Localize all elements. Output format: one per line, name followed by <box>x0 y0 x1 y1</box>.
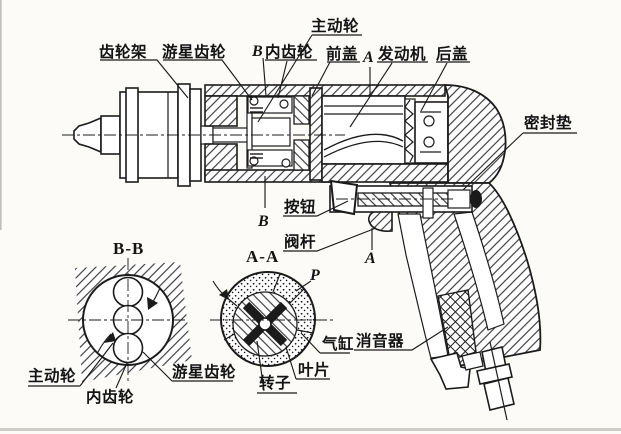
label-internal-gear-bottom: 内齿轮 <box>86 387 134 406</box>
section-view-bb <box>68 258 192 382</box>
rear-cover-shell <box>443 84 507 184</box>
internal-ring-gear-lower <box>293 139 310 171</box>
label-view-aa: A-A <box>246 247 279 266</box>
leader-seal-gasket <box>462 132 577 191</box>
label-drive-wheel-top: 主动轮 <box>311 16 359 35</box>
leader-gear-carrier <box>100 59 189 99</box>
motor-bottom-wall <box>321 163 449 183</box>
label-internal-gear-top: 内齿轮 <box>265 42 313 61</box>
carrier-center-block <box>251 117 291 147</box>
leader-vane <box>285 346 330 380</box>
label-planet-gear-top: 游星齿轮 <box>162 42 226 61</box>
front-cover-plate <box>309 87 323 181</box>
push-button <box>329 179 359 216</box>
label-port-p: P <box>309 267 320 284</box>
front-wall-upper <box>204 95 238 127</box>
leader-button <box>283 200 349 217</box>
pistol-grip <box>368 182 542 370</box>
leader-internal-gear-top <box>265 59 317 99</box>
inlet-collar <box>476 363 513 385</box>
section-view-aa <box>210 271 334 367</box>
front-foot <box>429 352 471 390</box>
label-muffler: 消音器 <box>356 331 404 350</box>
label-cylinder: 气缸 <box>321 334 354 353</box>
section-line-b-top <box>262 57 267 97</box>
valve-slide <box>422 187 434 219</box>
label-view-bb: B-B <box>113 239 144 258</box>
main-drill-section <box>62 83 542 421</box>
seal-gasket-part <box>470 190 482 208</box>
rear-bearing-block <box>414 101 449 164</box>
label-engine: 发动机 <box>377 44 426 63</box>
label-planet-gear-bottom: 游星齿轮 <box>172 362 236 381</box>
inlet-nipple <box>483 377 515 411</box>
gear-mesh-marks <box>250 107 263 159</box>
inlet-spacer <box>461 351 484 371</box>
leader-internal-gear-bottom <box>115 362 128 389</box>
label-drive-wheel-bottom: 主动轮 <box>28 366 76 385</box>
label-rear-cover: 后盖 <box>436 44 468 63</box>
leader-valve-stem <box>283 227 377 252</box>
leader-cylinder <box>300 332 350 354</box>
label-section-a-bottom: A <box>364 250 376 267</box>
air-channel-rear <box>453 211 505 331</box>
muffler-block <box>437 289 477 361</box>
callout-labels: 齿轮架 游星齿轮 B 内齿轮 主动轮 前盖 A 发动机 后盖 密封垫 按钮 阀杆… <box>28 16 572 406</box>
leader-rotor <box>256 340 297 394</box>
internal-ring-gear-upper <box>293 95 310 125</box>
leader-planet-gear-top <box>163 59 253 101</box>
leader-rear-cover <box>420 61 470 112</box>
rotor-vane-arc <box>323 133 404 151</box>
air-motor <box>321 95 449 183</box>
label-valve-stem: 阀杆 <box>284 232 316 251</box>
label-rotor: 转子 <box>259 373 291 392</box>
air-inlet-fittings <box>429 341 515 421</box>
label-section-b-bottom: B <box>257 213 269 230</box>
throttle-valve <box>329 179 482 219</box>
leader-muffler <box>354 326 449 351</box>
label-front-cover: 前盖 <box>326 44 358 63</box>
label-seal-gasket: 密封垫 <box>524 113 572 132</box>
leader-drive-wheel-bottom <box>28 342 114 387</box>
label-section-a-top: A <box>362 49 374 66</box>
label-button: 按钮 <box>284 197 316 216</box>
label-vane: 叶片 <box>298 360 330 379</box>
leader-port-p <box>295 280 312 292</box>
leader-drive-wheel-top <box>257 34 362 123</box>
casing-top-wall <box>204 84 446 97</box>
valve-stem-rod <box>357 192 449 207</box>
label-section-b-top: B <box>251 43 263 60</box>
aa-rotor-hub <box>258 317 272 331</box>
leader-planet-gear-bottom <box>142 351 233 382</box>
leader-front-cover <box>311 61 360 97</box>
leader-engine <box>349 61 428 128</box>
callout-leaders <box>28 34 577 394</box>
label-gear-carrier: 齿轮架 <box>99 42 147 61</box>
